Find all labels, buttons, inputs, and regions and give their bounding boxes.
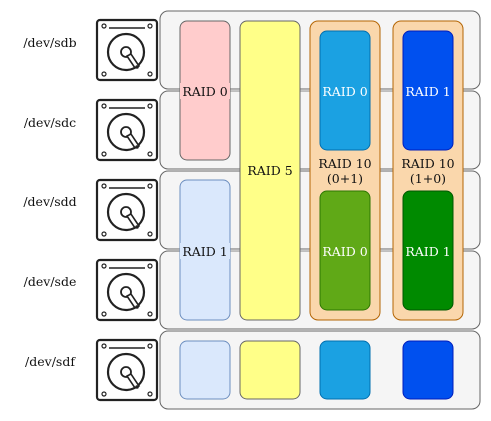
device-label-sdf: /dev/sdf — [25, 354, 76, 369]
device-label-sdb: /dev/sdb — [23, 35, 76, 50]
raid10-0plus1-subtitle: (0+1) — [327, 171, 363, 186]
raid5-label: RAID 5 — [247, 163, 292, 178]
raid10-1plus0-top-label: RAID 1 — [405, 84, 450, 99]
raid1-block: RAID 1 — [179, 179, 231, 321]
hard-disk-icon — [95, 258, 159, 322]
spare-swatch-raid1 — [179, 340, 231, 400]
spare-swatch-raid5 — [239, 340, 301, 400]
hard-disk-icon — [95, 98, 159, 162]
hard-disk-icon — [95, 338, 159, 402]
spare-swatch-raid0 — [319, 340, 371, 400]
raid10-1plus0-title: RAID 10 — [401, 156, 454, 171]
device-label-sdd: /dev/sdd — [23, 194, 76, 209]
spare-row-swatches — [179, 340, 454, 400]
device-label-sde: /dev/sde — [24, 274, 77, 289]
raid10-0plus1-bottom-label: RAID 0 — [322, 244, 367, 259]
raid10-1plus0-block: RAID 1 RAID 1 RAID 10 (1+0) — [392, 20, 464, 321]
hard-disk-icon — [95, 178, 159, 242]
raid10-1plus0-bottom-label: RAID 1 — [405, 244, 450, 259]
raid5-block: RAID 5 — [239, 20, 301, 321]
raid10-0plus1-block: RAID 0 RAID 0 RAID 10 (0+1) — [309, 20, 381, 321]
spare-swatch-raid1-blue — [402, 340, 454, 400]
hard-disk-icon — [95, 18, 159, 82]
raid0-label: RAID 0 — [182, 84, 227, 99]
device-label-sdc: /dev/sdc — [24, 115, 76, 130]
raid1-label: RAID 1 — [182, 244, 227, 259]
device-labels: /dev/sdb /dev/sdc /dev/sdd /dev/sde /dev… — [23, 35, 76, 369]
raid10-0plus1-title: RAID 10 — [318, 156, 371, 171]
raid10-1plus0-subtitle: (1+0) — [410, 171, 446, 186]
raid10-0plus1-top-label: RAID 0 — [322, 84, 367, 99]
raid0-block: RAID 0 — [179, 20, 231, 161]
